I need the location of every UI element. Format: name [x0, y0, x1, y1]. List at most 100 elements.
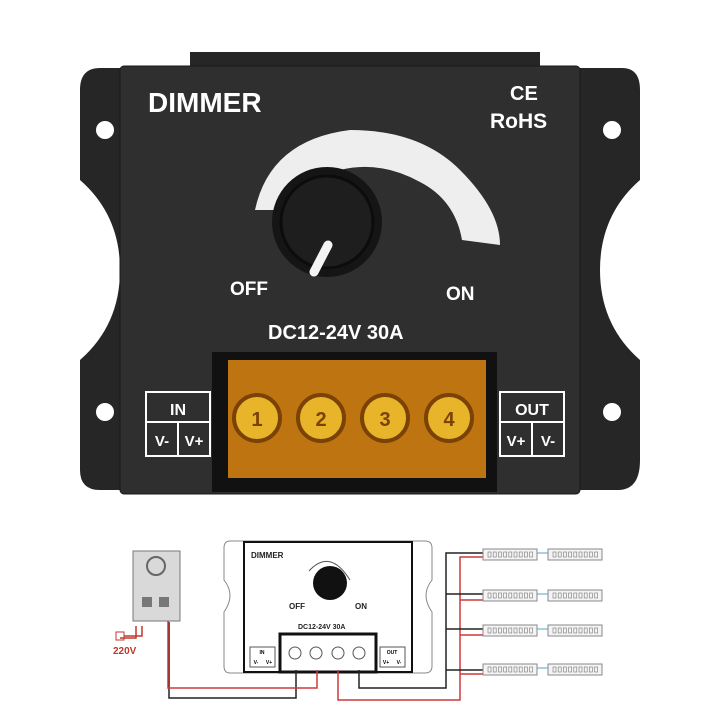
led-chip — [552, 666, 557, 673]
led-chip — [524, 592, 528, 599]
power-supply — [132, 550, 181, 622]
terminal-screws: 1 2 3 4 — [232, 393, 474, 443]
led-chip — [573, 551, 578, 558]
out-title: OUT — [515, 402, 549, 419]
led-chip — [573, 627, 578, 634]
terminal-number: 4 — [443, 409, 455, 431]
diagram-rating: DC12-24V 30A — [298, 624, 345, 631]
terminal-number: 2 — [315, 409, 326, 431]
rating-label: DC12-24V 30A — [268, 322, 404, 344]
led-chip — [487, 666, 492, 673]
terminal-screw-3[interactable] — [360, 393, 410, 443]
knob-pointer — [309, 240, 333, 277]
wire-negative-in — [168, 622, 297, 699]
led-chip — [594, 666, 598, 673]
diagram-out-v-plus: V+ — [383, 660, 389, 666]
led-chip — [518, 666, 523, 673]
diagram-in-v-plus: V+ — [266, 660, 272, 666]
diagram-out-title: OUT — [387, 650, 398, 656]
led-chip — [503, 551, 507, 558]
plug-icon — [115, 631, 125, 641]
vent-icon — [159, 597, 169, 607]
led-chip — [487, 551, 492, 558]
led-chip — [487, 627, 492, 634]
diagram-knob — [313, 566, 347, 600]
on-label: ON — [446, 284, 475, 305]
diagram-terminal-block — [278, 632, 378, 674]
led-chip — [503, 592, 507, 599]
led-chip — [487, 592, 492, 599]
led-strip — [482, 663, 538, 676]
led-chip — [583, 627, 588, 634]
terminal-number: 3 — [379, 409, 390, 431]
led-chip — [589, 551, 593, 558]
led-chip — [583, 592, 588, 599]
rohs-mark: RoHS — [490, 110, 547, 133]
led-chip — [498, 551, 502, 558]
ce-mark: CE — [510, 83, 538, 105]
terminal-screw-4[interactable] — [424, 393, 474, 443]
led-chip — [492, 666, 497, 673]
diagram-terminal — [352, 646, 366, 660]
led-strip — [482, 624, 538, 637]
led-chip — [518, 551, 523, 558]
terminal-screw-1[interactable] — [232, 393, 282, 443]
led-chip — [589, 627, 593, 634]
led-chip — [524, 551, 528, 558]
led-strip — [482, 548, 538, 561]
power-supply-fan-icon — [146, 556, 166, 576]
diagram-terminal — [331, 646, 345, 660]
in-v-plus: V+ — [185, 433, 204, 450]
terminal-screw-2[interactable] — [296, 393, 346, 443]
led-chip — [578, 592, 583, 599]
led-chip — [557, 592, 562, 599]
led-strips — [482, 548, 603, 676]
mount-hole — [603, 403, 621, 421]
in-v-minus: V- — [155, 433, 169, 450]
out-v-plus: V+ — [507, 433, 526, 450]
led-strip — [482, 589, 538, 602]
diagram-terminal — [309, 646, 323, 660]
led-strip — [547, 589, 603, 602]
mount-hole — [96, 403, 114, 421]
led-chip — [568, 666, 572, 673]
led-chip — [508, 666, 513, 673]
led-chip — [568, 551, 572, 558]
mount-hole — [96, 121, 114, 139]
out-v-minus: V- — [541, 433, 555, 450]
led-chip — [492, 592, 497, 599]
rotate-arrow-icon — [308, 560, 351, 581]
led-chip — [552, 551, 557, 558]
led-chip — [583, 551, 588, 558]
led-chip — [568, 592, 572, 599]
mount-hole — [603, 121, 621, 139]
led-strip — [547, 624, 603, 637]
led-strip — [547, 663, 603, 676]
led-chip — [557, 551, 562, 558]
dimmer-device: DIMMER CE RoHS OFF ON DC12-24V 30A 1 2 3… — [80, 52, 640, 495]
led-chip — [563, 627, 567, 634]
led-chip — [589, 592, 593, 599]
led-chip — [518, 627, 523, 634]
diagram-in-v-minus: V- — [254, 660, 259, 666]
led-chip — [513, 666, 518, 673]
led-chip — [524, 666, 528, 673]
wire-negative-out — [358, 552, 483, 689]
vent-icon — [142, 597, 152, 607]
led-chip — [529, 627, 533, 634]
in-label-block — [145, 391, 565, 457]
led-chip — [503, 666, 507, 673]
led-chip — [492, 627, 497, 634]
brightness-arc — [255, 130, 500, 245]
led-chip — [583, 666, 588, 673]
device-title: DIMMER — [148, 87, 262, 118]
diagram-in-title: IN — [260, 650, 265, 656]
led-chip — [557, 627, 562, 634]
diagram-on-label: ON — [355, 602, 367, 611]
led-chip — [578, 627, 583, 634]
diagram-title: DIMMER — [251, 551, 284, 560]
in-title: IN — [170, 402, 186, 419]
led-chip — [529, 666, 533, 673]
led-strip — [547, 548, 603, 561]
led-chip — [594, 592, 598, 599]
